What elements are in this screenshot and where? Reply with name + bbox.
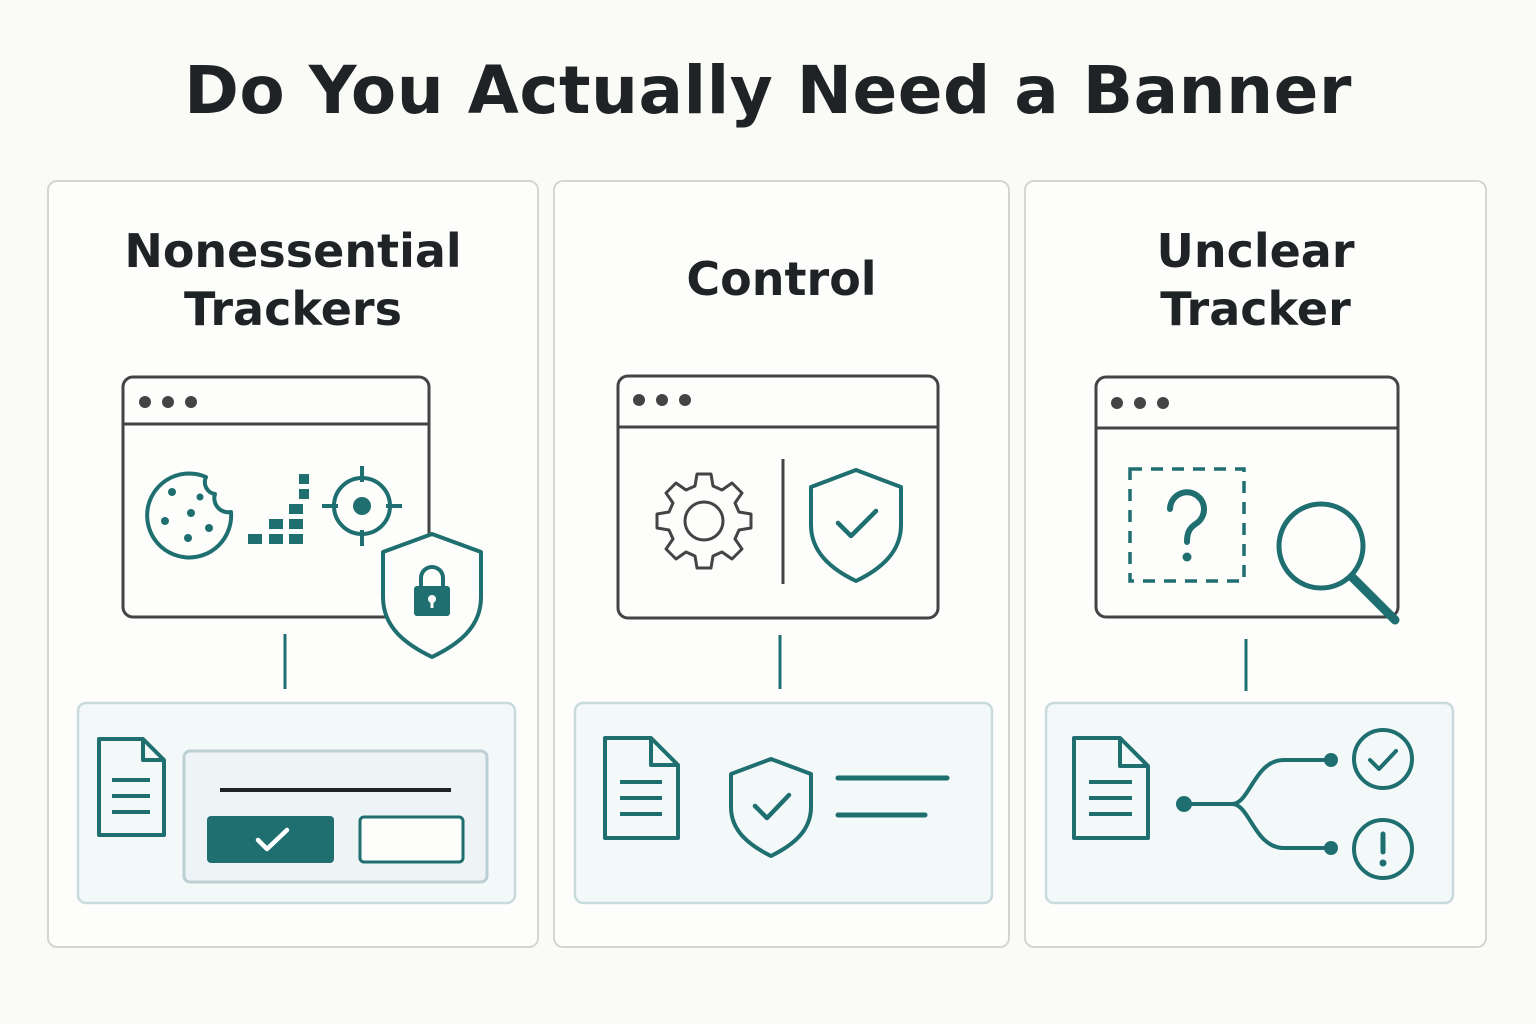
panel-title: Unclear Tracker [1026, 222, 1485, 338]
branch-icon [1182, 758, 1333, 850]
panel-illustration [1044, 375, 1455, 905]
checkmark-icon [255, 827, 290, 852]
document-icon [1072, 736, 1150, 840]
exclamation-circle-icon [1352, 818, 1414, 880]
magnifier-icon [1276, 501, 1400, 625]
bar-chart-icon [248, 474, 309, 544]
panel-title-line: Unclear [1156, 224, 1355, 278]
gear-icon [655, 472, 753, 570]
shield-lock-icon [381, 532, 483, 659]
consent-banner-icon [182, 749, 489, 884]
panel-illustration [76, 375, 517, 905]
cookie-icon [145, 471, 234, 560]
panel-title-line: Trackers [184, 282, 402, 336]
check-circle-icon [1352, 728, 1414, 790]
panel-title-line: Tracker [1160, 282, 1351, 336]
text-lines-icon [835, 775, 950, 818]
panel-illustration [573, 374, 994, 905]
browser-window-icon [1094, 375, 1400, 619]
question-box-icon [1128, 467, 1246, 583]
shield-check-icon [729, 757, 813, 858]
page-title: Do You Actually Need a Banner [184, 52, 1352, 129]
browser-window-icon [121, 375, 431, 619]
document-icon [603, 736, 680, 840]
panel-title: Control [555, 250, 1008, 308]
shield-check-icon [809, 468, 903, 583]
panel-title-line: Nonessential [124, 224, 462, 278]
browser-window-icon [616, 374, 940, 620]
document-icon [97, 737, 166, 837]
crosshair-target-icon [322, 466, 402, 546]
panel-unclear-tracker: Unclear Tracker [1024, 180, 1487, 948]
panel-nonessential-trackers: Nonessential Trackers [47, 180, 539, 948]
panel-title-line: Control [686, 252, 877, 306]
panel-title: Nonessential Trackers [49, 222, 537, 338]
panel-control: Control [553, 180, 1010, 948]
